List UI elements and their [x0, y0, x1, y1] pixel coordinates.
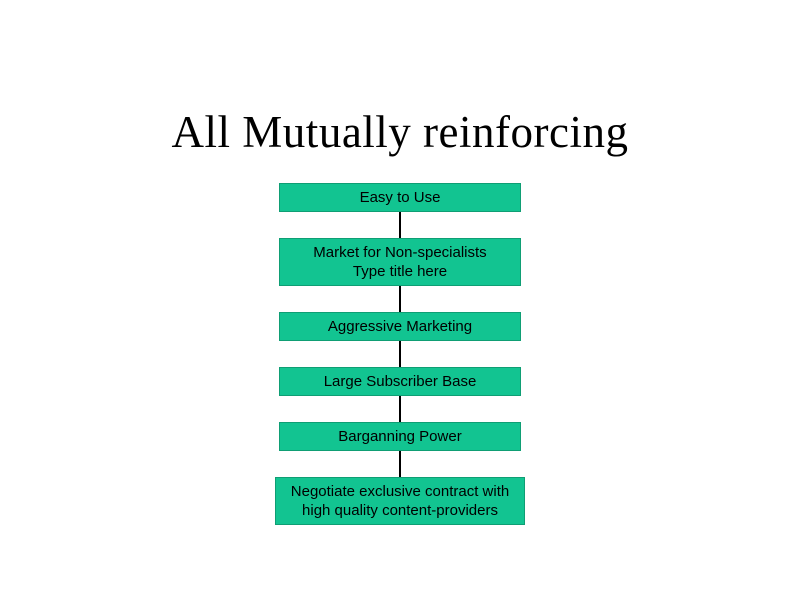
connector-line [399, 396, 401, 422]
connector-line [399, 451, 401, 477]
flow-box-label: Barganning Power [338, 428, 462, 445]
connector-line [399, 212, 401, 238]
slide-title: All Mutually reinforcing [171, 107, 629, 158]
flow-box-label: high quality content-providers [302, 502, 498, 519]
flow-box-label: Large Subscriber Base [323, 373, 477, 390]
flow-box-easy-to-use: Easy to Use [279, 183, 521, 212]
flow-box-label: Market for Non-specialists [313, 244, 487, 261]
flow-box-label: Negotiate exclusive contract with [290, 483, 510, 500]
flow-box-market-non-specialists: Market for Non-specialists Type title he… [279, 238, 521, 286]
flow-box-large-subscriber-base: Large Subscriber Base [279, 367, 521, 396]
flow-box-barganning-power: Barganning Power [279, 422, 521, 451]
connector-line [399, 341, 401, 367]
flowchart: Easy to Use Market for Non-specialists T… [0, 183, 800, 525]
flow-box-negotiate-contract: Negotiate exclusive contract with high q… [275, 477, 525, 525]
flow-box-label: Easy to Use [359, 189, 441, 206]
connector-line [399, 286, 401, 312]
flow-box-label: Type title here [352, 263, 448, 280]
flow-box-label: Aggressive Marketing [327, 318, 473, 335]
flow-box-aggressive-marketing: Aggressive Marketing [279, 312, 521, 341]
